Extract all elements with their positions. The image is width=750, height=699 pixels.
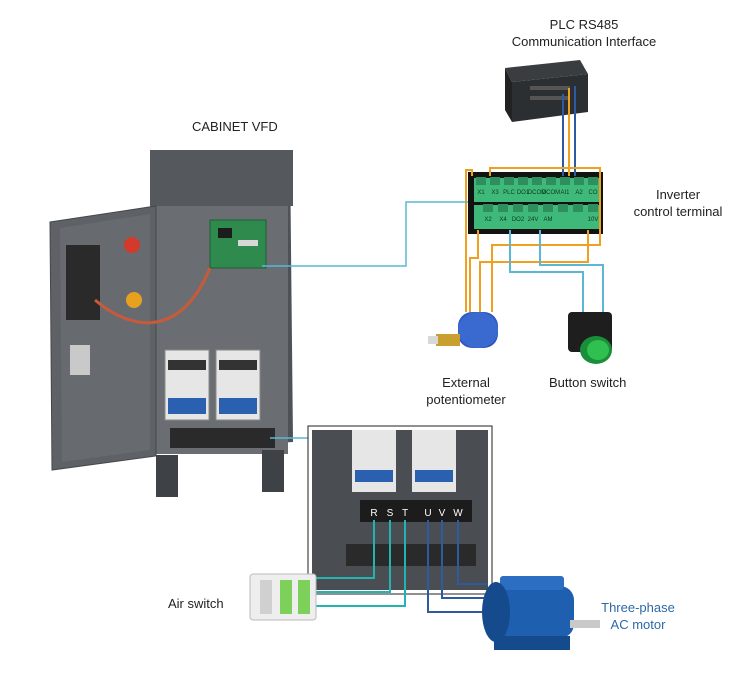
terminal-label: A2 bbox=[575, 190, 583, 196]
terminal-screw bbox=[560, 177, 570, 185]
signal-wires bbox=[262, 86, 604, 439]
terminal-screw bbox=[546, 177, 556, 185]
button-switch-label: Button switch bbox=[549, 375, 627, 390]
cabinet-label: CABINET VFD bbox=[192, 119, 278, 134]
motor-label-line2: AC motor bbox=[610, 617, 666, 632]
three-phase-motor bbox=[482, 576, 600, 650]
terminal-screw bbox=[588, 177, 598, 185]
terminal-label: AI1 bbox=[560, 190, 570, 196]
terminal-label: DCOM bbox=[528, 190, 546, 196]
terminal-screw bbox=[504, 177, 514, 185]
terminal-label: DO2 bbox=[512, 217, 525, 223]
terminal-screw bbox=[476, 177, 486, 185]
motor-label-line1: Three-phase bbox=[601, 600, 675, 615]
button-switch bbox=[568, 312, 612, 364]
power-terminal-s: S bbox=[387, 508, 394, 519]
inverter-label-line1: Inverter bbox=[655, 187, 701, 202]
terminal-screw bbox=[490, 177, 500, 185]
power-terminal-t: T bbox=[402, 508, 408, 519]
terminal-screw bbox=[574, 177, 584, 185]
power-terminal-w: W bbox=[453, 508, 463, 519]
power-terminal-r: R bbox=[370, 508, 377, 519]
terminal-label: CO bbox=[589, 190, 598, 196]
terminal-label: PLC bbox=[503, 190, 515, 196]
motor-label: Three-phase AC motor bbox=[586, 599, 690, 633]
potentiometer-label-line1: External bbox=[442, 375, 490, 390]
terminal-screw bbox=[498, 204, 508, 212]
terminal-label: X3 bbox=[491, 190, 499, 196]
inverter-label-line2: control terminal bbox=[633, 204, 723, 219]
terminal-screw bbox=[513, 204, 523, 212]
terminal-screw bbox=[518, 177, 528, 185]
terminal-screw bbox=[558, 204, 568, 212]
potentiometer-label-line2: potentiometer bbox=[426, 392, 506, 407]
terminal-screw bbox=[588, 204, 598, 212]
inverter-label: Inverter control terminal bbox=[608, 186, 748, 220]
terminal-label: 24V bbox=[528, 217, 539, 223]
plc-label-line1: PLC RS485 bbox=[549, 17, 619, 32]
air-switch-label: Air switch bbox=[168, 596, 224, 611]
power-wires bbox=[316, 520, 488, 613]
terminal-label: X4 bbox=[499, 217, 507, 223]
terminal-label: X2 bbox=[484, 217, 492, 223]
terminal-label: 10V bbox=[588, 217, 599, 223]
power-terminal-u: U bbox=[424, 508, 431, 519]
terminal-label: DO1 bbox=[517, 190, 530, 196]
plc-label-line2: Communication Interface bbox=[511, 34, 657, 49]
cabinet-vfd bbox=[49, 150, 293, 497]
terminal-label: AM bbox=[544, 217, 553, 223]
terminal-label: DCOM bbox=[542, 190, 560, 196]
terminal-screw bbox=[528, 204, 538, 212]
contactors bbox=[164, 349, 261, 421]
external-potentiometer bbox=[428, 312, 498, 348]
terminal-screw bbox=[573, 204, 583, 212]
plc-label: PLC RS485 Communication Interface bbox=[494, 16, 674, 50]
terminal-label: X1 bbox=[477, 190, 485, 196]
terminal-screw bbox=[532, 177, 542, 185]
power-terminal-v: V bbox=[439, 508, 446, 519]
air-switch bbox=[249, 573, 317, 621]
terminal-screw bbox=[483, 204, 493, 212]
potentiometer-label: External potentiometer bbox=[410, 374, 522, 408]
terminal-screw bbox=[543, 204, 553, 212]
